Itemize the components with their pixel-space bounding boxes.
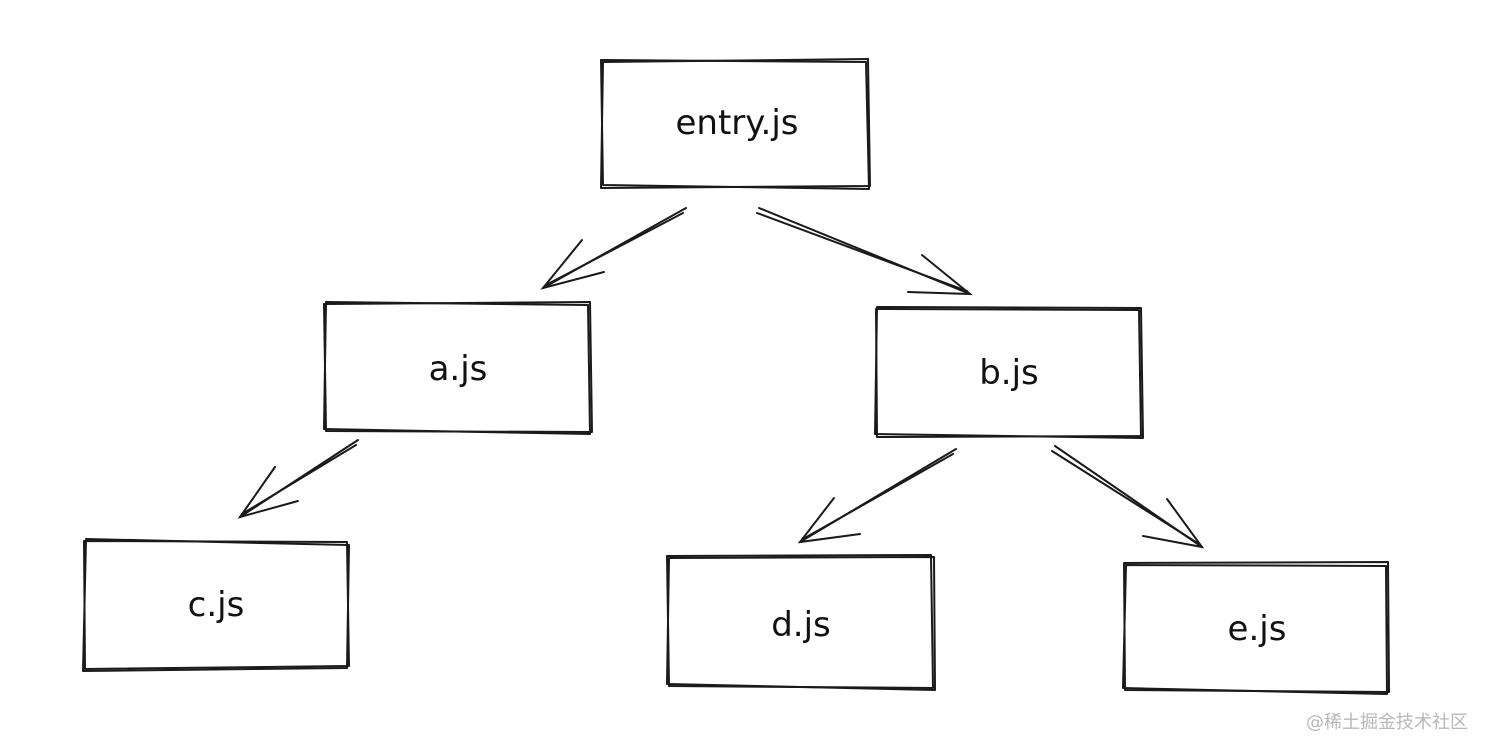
node-b: b.js	[874, 306, 1144, 439]
node-e-label: e.js	[1228, 609, 1287, 649]
edge-entry-to-b	[756, 207, 973, 296]
node-e: e.js	[1122, 561, 1390, 695]
edge-b-to-e	[1051, 445, 1205, 549]
watermark-text: @稀土掘金技术社区	[1306, 712, 1468, 733]
node-a-label: a.js	[429, 349, 488, 389]
node-c-label: c.js	[188, 585, 245, 625]
node-d-label: d.js	[771, 605, 831, 645]
node-a: a.js	[323, 301, 593, 435]
node-entry: entry.js	[600, 58, 871, 190]
node-d: d.js	[666, 554, 936, 691]
node-b-label: b.js	[979, 353, 1039, 393]
edge-b-to-d	[797, 448, 957, 544]
node-entry-label: entry.js	[675, 103, 798, 143]
node-c: c.js	[82, 538, 350, 672]
edge-entry-to-a	[540, 207, 687, 290]
edge-a-to-c	[237, 439, 359, 519]
